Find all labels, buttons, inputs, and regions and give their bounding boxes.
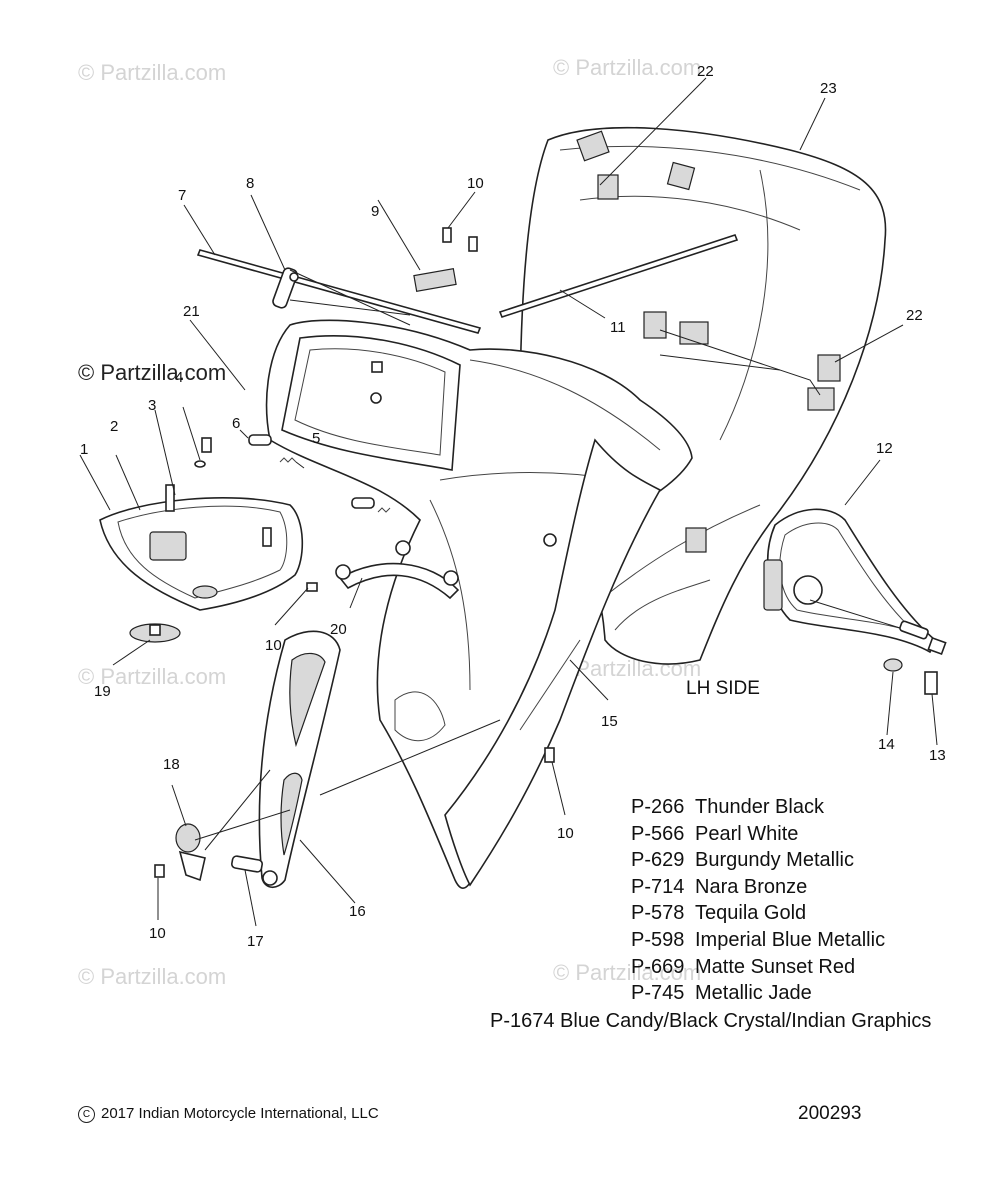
callout-22: 22 [697,63,714,80]
part-12-side-cover [763,508,947,656]
callout-14: 14 [878,736,895,753]
copyright-symbol: C [78,1106,95,1123]
callout-22: 22 [906,307,923,324]
callout-15: 15 [601,713,618,730]
callout-19: 19 [94,683,111,700]
paint-name: Matte Sunset Red [695,955,856,978]
callout-4: 4 [175,369,183,386]
paint-code: P-566 [631,822,685,845]
callout-2: 2 [110,418,118,435]
paint-name: Metallic Jade [695,982,812,1005]
watermark: © Partzilla.com [553,55,701,80]
callouts: 1 2 3 4 5 6 7 8 9 10 10 10 10 11 12 13 1… [80,63,946,950]
part-9-bracket [413,227,478,293]
side-label: LH SIDE [686,678,760,699]
watermark: © Partzilla.com [553,960,701,985]
paint-name: Imperial Blue Metallic [695,928,886,951]
callout-13: 13 [929,747,946,764]
copyright-text: 2017 Indian Motorcycle International, LL… [101,1105,379,1122]
part-2-latch [165,484,175,512]
part-14-washer [883,658,903,672]
callout-7: 7 [178,187,186,204]
paint-code: P-714 [631,875,685,898]
part-16-vent-panel [258,630,341,889]
watermark: © Partzilla.com [78,60,226,85]
callout-21: 21 [183,303,200,320]
part-20-bracket [335,540,460,600]
paint-name: Thunder Black [695,796,824,818]
watermark: © Partzilla.com [78,964,226,989]
callout-18: 18 [163,756,180,773]
paint-code: P-598 [631,928,685,951]
part-15-lower-panel [444,438,662,887]
part-4-screw [201,437,212,453]
callout-9: 9 [371,203,379,220]
part-1-glove-box-lid [99,496,304,611]
paint-code-row: P-629 Burgundy Metallic [631,847,885,874]
paint-code-row: P-669 Matte Sunset Red [631,954,885,981]
callout-11: 11 [610,319,626,336]
part-19-grommet [129,623,181,643]
callout-3: 3 [148,397,156,414]
paint-code-row: P-266 Thunder Black [631,794,885,821]
paint-name: Nara Bronze [695,875,808,898]
callout-10: 10 [149,925,166,942]
paint-code: P-669 [631,955,685,978]
callout-1: 1 [80,441,88,458]
part-17-bolt [231,855,278,886]
part-22-clip [576,130,841,553]
paint-name: Pearl White [695,822,799,845]
part-5-spring [279,457,391,513]
callout-20: 20 [330,621,347,638]
callout-10: 10 [467,175,484,192]
paint-name: Burgundy Metallic [695,849,854,872]
paint-code-list: P-266 Thunder Black P-566 Pearl White P-62… [631,794,885,1007]
document-number: 200293 [798,1103,862,1124]
part-11-trim-strip [498,234,739,318]
paint-code-row: P-745 Metallic Jade [631,980,885,1007]
callout-6: 6 [232,415,240,432]
callout-5: 5 [312,430,320,447]
callout-16: 16 [349,903,366,920]
callout-10: 10 [265,637,282,654]
callout-12: 12 [876,440,893,457]
callout-10: 10 [557,825,574,842]
part-8-bracket [272,267,299,309]
callout-23: 23 [820,80,837,97]
part-18-grommet [175,823,206,882]
leader-lines [79,77,938,927]
part-6-pin [248,434,375,509]
watermark: © Partzilla.com [78,664,226,689]
paint-name: Tequila Gold [695,902,807,925]
paint-code: P-745 [631,982,685,1005]
paint-code-row: P-714 Nara Bronze [631,874,885,901]
paint-code-row: P-578 Tequila Gold [631,900,885,927]
paint-code: P-578 [631,902,685,925]
callout-17: 17 [247,933,264,950]
paint-code: P-629 [631,849,685,872]
copyright: C 2017 Indian Motorcycle International, L… [78,1105,379,1123]
callout-8: 8 [246,175,254,192]
part-7-trim-strip [196,249,482,334]
part-10-screw [154,361,555,878]
part-13-screw [924,671,938,695]
paint-code: P-266 [631,796,685,818]
part-3-washer [194,460,206,468]
watermark-main: © Partzilla.com [78,360,226,385]
paint-code-row-last: P-1674 Blue Candy/Black Crystal/Indian G… [490,1010,932,1032]
paint-code-row: P-598 Imperial Blue Metallic [631,927,885,954]
paint-code-row: P-566 Pearl White [631,821,885,848]
